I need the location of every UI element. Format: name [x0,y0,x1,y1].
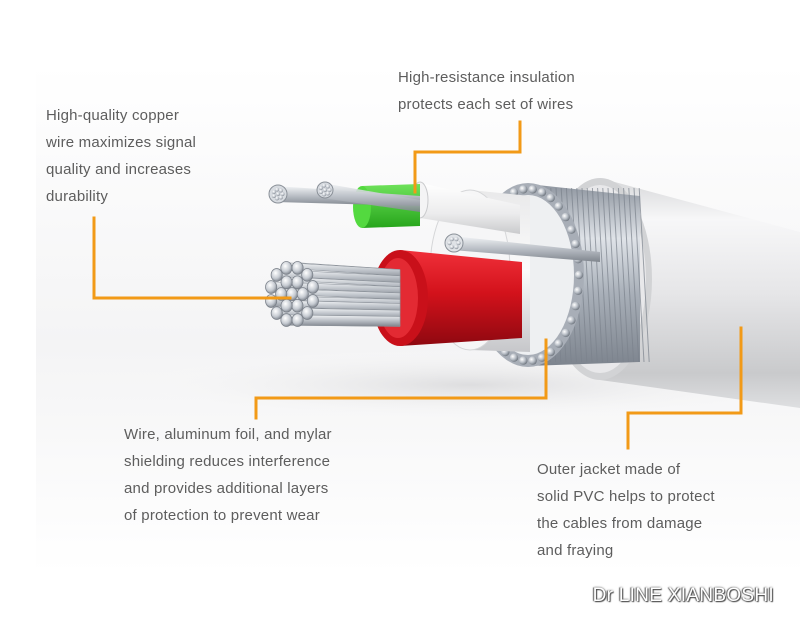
callout-line-insulation [413,120,522,194]
copper-strand-end [291,275,304,290]
callout-lines [92,120,743,450]
thin-strand-end [275,196,279,201]
thin-strand-end [275,187,279,192]
outer-jacket-caption: Outer jacket made of solid PVC helps to … [537,456,715,564]
copper-strand-end [280,275,293,290]
copper-strand-end [306,294,319,308]
caption-line: shielding reduces interference [124,453,331,470]
braid-weave-line [591,187,603,363]
caption-line: High-quality copper [46,107,180,124]
thin-strand-end [325,191,330,196]
braid-weave-line [638,187,650,363]
thin-strand-end [322,192,326,197]
copper-strand-bundle [265,261,401,327]
callout-line-jacket [626,326,743,450]
drain-strand-end [447,240,452,246]
caption-line: and fraying [537,542,614,559]
drain-strand-end [449,244,454,250]
caption-line: solid PVC helps to protect [537,488,715,505]
copper-strand-end [280,313,293,327]
braid-weave-line [586,187,598,363]
thin-strand-end [280,192,285,196]
drain-strand-end [454,236,459,242]
thin-strand-end [323,188,327,192]
copper-strand-end [280,261,293,275]
braid-strand-end [561,212,570,222]
thin-strands-top [268,181,420,212]
drain-strand-end [454,244,459,250]
braid-strand-end [546,193,555,203]
braid-strand-end [567,225,576,234]
callout-line-copper [92,216,292,300]
braid-strand-end [519,185,528,194]
copper-strand-end [296,287,309,301]
thin-strand-end [271,190,276,194]
braid-strand-end [554,339,563,348]
copper-strand-end [291,261,304,275]
thin-strand-end [276,192,280,196]
callout-line-shielding [254,338,548,420]
caption-line: of protection to prevent wear [124,507,320,524]
copper-strand-end [291,313,304,327]
braid-strand-end [571,301,580,311]
copper-strand-end [270,306,283,320]
caption-line: the cables from damage [537,515,703,532]
copper-strand-end [280,298,293,313]
braid-strand-end [519,356,528,365]
braid-strand-end [528,185,537,194]
caption-line: High-resistance insulation [398,69,575,86]
drain-strand-end [456,240,461,246]
braid-weave-line [623,187,635,363]
braid-strand-end [537,353,547,362]
braid-strand-end [571,239,580,249]
shielding-caption: Wire, aluminum foil, and mylar shielding… [124,421,332,529]
braid-weave-line [581,187,593,363]
copper-strand-end [306,280,319,294]
copper-strand-end [301,306,314,320]
braid-weave-line [628,187,640,363]
braid-strand-end [537,188,547,197]
caption-line: wire maximizes signal [46,134,197,151]
braid-strand-end [509,353,519,362]
braid-strand-end [561,328,570,338]
caption-line: and provides additional layers [124,480,329,497]
thin-strand-end [278,195,283,200]
braid-weave-line [612,187,624,363]
braid-strand-end [554,202,563,211]
thin-strand-end [318,190,323,194]
caption-line: Wire, aluminum foil, and mylar [124,426,332,443]
copper-strand-end [301,268,314,282]
thin-strand-end [322,183,326,188]
braid-weave-line [607,187,619,363]
thin-strand-end [271,194,276,198]
braid-strand-end [546,347,555,357]
thin-strand-end [318,186,323,190]
copper-strand-end [291,298,304,313]
brand-watermark: Dr LINE XIANBOSHI [592,585,774,606]
thin-strand-end [325,184,330,189]
caption-line: Outer jacket made of [537,461,681,478]
caption-line: quality and increases [46,161,192,178]
copper-strand-end [270,268,283,282]
braid-strand-end [528,356,537,365]
braid-weave-line [602,187,614,363]
caption-line: protects each set of wires [398,96,574,113]
braid-strand-end [574,270,584,280]
insulation-caption: High-resistance insulation protects each… [398,64,575,118]
braid-weave-line [633,187,645,363]
caption-line: durability [46,188,109,205]
braid-weave-line [597,187,609,363]
drain-strand-end [449,236,454,242]
thin-strand-end [278,188,283,193]
copper-strand-end [265,280,278,294]
braid-strand-end [567,316,576,325]
braid-strand-end [573,286,583,295]
drain-wire [444,233,600,262]
thin-strand-end [327,188,332,192]
braid-weave-line [617,187,629,363]
copper-wire-caption: High-quality copper wire maximizes signa… [46,102,196,210]
